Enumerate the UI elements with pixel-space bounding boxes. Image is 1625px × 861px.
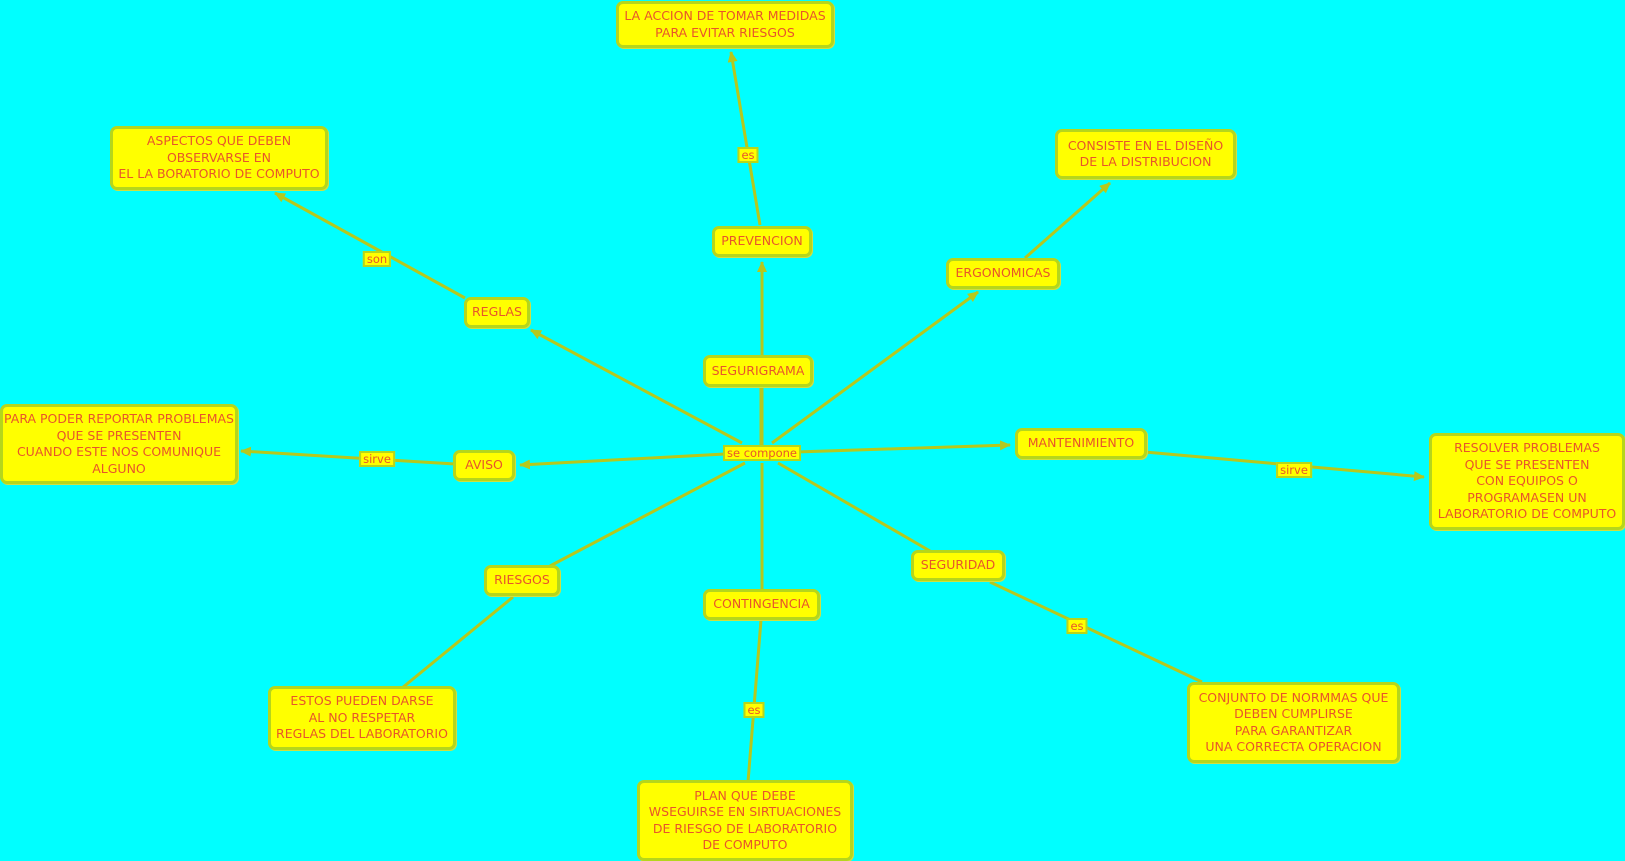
link-label-sirve-aviso[interactable]: sirve [359,451,395,467]
node-contingencia-definition[interactable]: PLAN QUE DEBE WSEGUIRSE EN SIRTUACIONES … [637,780,853,861]
link-prevencion-def [727,51,762,226]
link-reglas-def [274,191,466,300]
node-aviso[interactable]: AVISO [453,450,515,481]
link-aviso-def [240,446,456,466]
link-hub-ergonomicas [771,290,979,445]
node-mantenimiento-definition[interactable]: RESOLVER PROBLEMAS QUE SE PRESENTEN CON … [1429,433,1625,530]
link-label-es-prevencion[interactable]: es [737,147,759,163]
link-hub-riesgos [549,461,746,568]
link-label-sirve-mantenimiento[interactable]: sirve [1276,462,1312,478]
link-hub-reglas [530,328,743,445]
node-prevencion-definition[interactable]: LA ACCION DE TOMAR MEDIDAS PARA EVITAR R… [616,1,834,48]
link-label-son-reglas[interactable]: son [362,251,392,267]
link-label-es-contingencia[interactable]: es [743,702,765,718]
node-reglas-definition[interactable]: ASPECTOS QUE DEBEN OBSERVARSE EN EL LA B… [110,126,328,190]
node-riesgos[interactable]: RIESGOS [484,565,560,596]
node-mantenimiento[interactable]: MANTENIMIENTO [1015,428,1147,459]
link-riesgos-def [401,595,514,690]
node-ergonomicas-definition[interactable]: CONSISTE EN EL DISEÑO DE LA DISTRIBUCION [1055,129,1236,179]
node-contingencia[interactable]: CONTINGENCIA [703,589,820,620]
link-hub-mantenimiento [795,440,1011,454]
node-prevencion[interactable]: PREVENCION [712,226,812,257]
node-seguridad-definition[interactable]: CONJUNTO DE NORMMAS QUE DEBEN CUMPLIRSE … [1187,682,1400,763]
link-seguridad-def [989,580,1203,684]
link-label-se-compone[interactable]: se compone [723,445,801,461]
node-reglas[interactable]: REGLAS [464,297,530,328]
node-ergonomicas[interactable]: ERGONOMICAS [946,258,1060,289]
link-hub-aviso [519,452,726,470]
link-hub-seguridad [777,461,931,553]
node-segurigrama[interactable]: SEGURIGRAMA [703,355,813,387]
link-label-es-seguridad[interactable]: es [1066,618,1088,634]
node-aviso-definition[interactable]: PARA PODER REPORTAR PROBLEMAS QUE SE PRE… [0,404,238,484]
link-contingencia-def [746,619,763,783]
link-ergonomicas-def [1024,181,1111,260]
node-riesgos-definition[interactable]: ESTOS PUEDEN DARSE AL NO RESPETAR REGLAS… [268,686,456,750]
node-seguridad[interactable]: SEGURIDAD [911,550,1005,581]
